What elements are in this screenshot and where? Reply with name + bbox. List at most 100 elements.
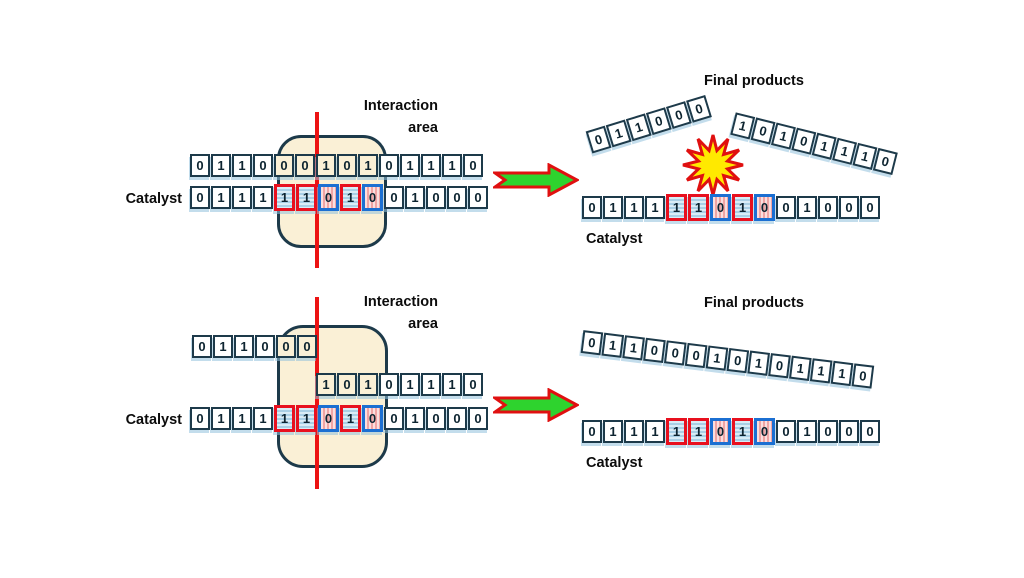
bit-cell: 1 bbox=[830, 360, 854, 387]
bit-cell: 1 bbox=[232, 154, 252, 177]
bit-cell: 0 bbox=[663, 340, 687, 366]
bit-cell: 0 bbox=[582, 420, 602, 443]
bit-cell: 0 bbox=[337, 373, 357, 396]
bit-cell: 0 bbox=[379, 373, 399, 396]
bit-cell: 1 bbox=[666, 194, 687, 221]
bit-cell: 1 bbox=[705, 345, 729, 371]
bit-cell: 1 bbox=[797, 420, 817, 443]
bit-cell: 1 bbox=[213, 335, 233, 358]
bit-cell: 0 bbox=[684, 342, 708, 369]
bit-cell: 1 bbox=[789, 355, 812, 381]
bit-cell: 1 bbox=[624, 420, 644, 443]
bit-cell: 0 bbox=[582, 196, 602, 219]
bit-cell: 0 bbox=[297, 335, 317, 358]
catalyst-label-top-right: Catalyst bbox=[586, 231, 643, 247]
bit-cell: 0 bbox=[776, 196, 796, 219]
bit-cell: 0 bbox=[710, 194, 731, 221]
bit-cell: 0 bbox=[754, 418, 775, 445]
bit-cell: 1 bbox=[421, 154, 441, 177]
bit-cell: 1 bbox=[732, 418, 753, 445]
bit-cell: 1 bbox=[211, 186, 231, 209]
interaction-area-label-line2: area bbox=[408, 315, 438, 332]
bit-cell: 1 bbox=[253, 186, 273, 209]
interaction-area-label-bottom: Interaction area bbox=[352, 292, 438, 336]
bit-cell: 1 bbox=[400, 154, 420, 177]
interaction-area-label-top: Interaction area bbox=[352, 96, 438, 140]
bit-cell: 1 bbox=[747, 350, 771, 376]
bit-cell: 0 bbox=[274, 154, 294, 177]
interaction-area-label-line1: Interaction bbox=[363, 294, 438, 310]
bit-cell: 1 bbox=[234, 335, 254, 358]
bit-cell: 0 bbox=[384, 407, 404, 430]
catalyst-label-top-left: Catalyst bbox=[125, 191, 182, 207]
bit-cell: 1 bbox=[421, 373, 441, 396]
bit-cell: 1 bbox=[442, 154, 462, 177]
bit-cell: 1 bbox=[340, 405, 361, 432]
bit-cell: 1 bbox=[274, 184, 295, 211]
reaction-arrow-icon-bottom bbox=[493, 388, 579, 422]
bit-cell: 0 bbox=[447, 407, 467, 430]
bit-cell: 0 bbox=[192, 335, 212, 358]
bit-cell: 1 bbox=[645, 420, 665, 443]
bit-cell: 0 bbox=[818, 196, 838, 219]
bit-cell: 0 bbox=[190, 186, 210, 209]
separation-line-top bbox=[315, 112, 319, 268]
bit-cell: 0 bbox=[384, 186, 404, 209]
bit-cell: 1 bbox=[296, 405, 317, 432]
bit-cell: 1 bbox=[232, 186, 252, 209]
bit-cell: 1 bbox=[624, 196, 644, 219]
bit-cell: 0 bbox=[447, 186, 467, 209]
bit-cell: 1 bbox=[601, 332, 625, 358]
bit-cell: 0 bbox=[851, 363, 875, 389]
bit-cell: 1 bbox=[316, 373, 336, 396]
bit-cell: 0 bbox=[860, 196, 880, 219]
bit-cell: 0 bbox=[768, 353, 791, 379]
catalyst-label-bottom-left: Catalyst bbox=[125, 412, 182, 428]
bit-cell: 1 bbox=[809, 358, 833, 384]
bit-cell: 0 bbox=[379, 154, 399, 177]
bit-cell: 0 bbox=[318, 405, 339, 432]
bit-cell: 0 bbox=[818, 420, 838, 443]
bit-cell: 1 bbox=[688, 418, 709, 445]
bit-cell: 0 bbox=[860, 420, 880, 443]
bit-cell: 1 bbox=[603, 196, 623, 219]
bit-cell: 1 bbox=[688, 194, 709, 221]
bit-cell: 1 bbox=[340, 184, 361, 211]
bit-cell: 0 bbox=[776, 420, 796, 443]
bit-cell: 0 bbox=[839, 196, 859, 219]
bit-cell: 1 bbox=[400, 373, 420, 396]
bit-cell: 1 bbox=[622, 335, 645, 361]
bit-cell: 1 bbox=[405, 186, 425, 209]
final-products-label-top: Final products bbox=[704, 73, 804, 89]
final-products-label-bottom: Final products bbox=[704, 295, 804, 311]
bit-cell: 1 bbox=[645, 196, 665, 219]
catalyst-label-bottom-right: Catalyst bbox=[586, 455, 643, 471]
bit-cell: 0 bbox=[463, 373, 483, 396]
bit-cell: 1 bbox=[603, 420, 623, 443]
bit-cell: 0 bbox=[362, 405, 383, 432]
bit-cell: 1 bbox=[274, 405, 295, 432]
bit-cell: 0 bbox=[468, 407, 488, 430]
bit-cell: 1 bbox=[405, 407, 425, 430]
bit-cell: 0 bbox=[754, 194, 775, 221]
interaction-area-label-line1: Interaction bbox=[363, 98, 438, 114]
bit-cell: 0 bbox=[190, 407, 210, 430]
interaction-area-label-line2: area bbox=[408, 119, 438, 136]
bit-cell: 0 bbox=[468, 186, 488, 209]
bit-cell: 0 bbox=[426, 407, 446, 430]
bit-cell: 0 bbox=[839, 420, 859, 443]
bit-cell: 0 bbox=[463, 154, 483, 177]
bit-cell: 1 bbox=[296, 184, 317, 211]
bit-cell: 0 bbox=[643, 337, 666, 364]
bit-cell: 0 bbox=[276, 335, 296, 358]
bit-cell: 0 bbox=[295, 154, 315, 177]
bit-cell: 0 bbox=[580, 330, 604, 356]
